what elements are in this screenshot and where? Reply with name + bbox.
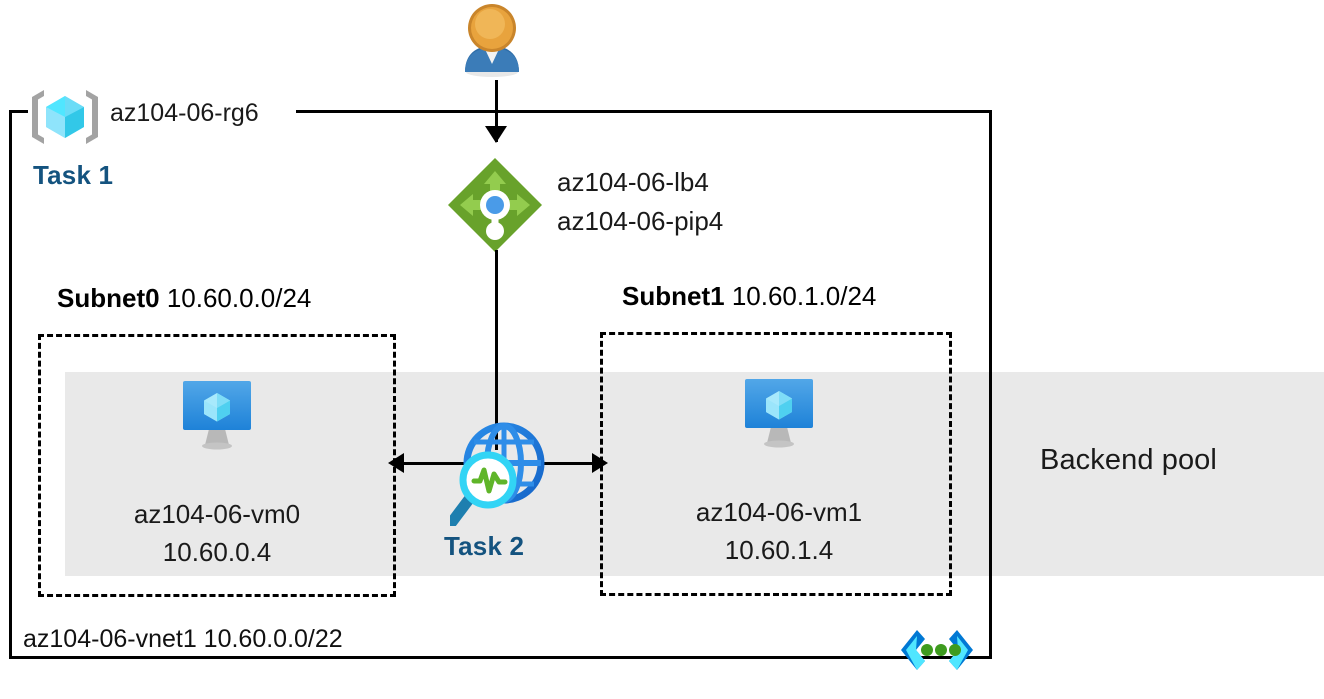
virtual-machine-0-icon	[175, 377, 259, 453]
virtual-machine-1-labels: az104-06-vm1 10.60.1.4	[669, 493, 889, 569]
connector-loadbalancer-to-networkwatcher	[495, 250, 498, 450]
subnet-0-name: Subnet0	[57, 283, 160, 313]
connector-user-to-loadbalancer	[495, 80, 498, 142]
virtual-machine-0-name: az104-06-vm0	[133, 499, 301, 529]
connector-arrowhead-down	[485, 126, 507, 143]
subnet-1-name: Subnet1	[622, 281, 725, 311]
connector-arrowhead-right	[592, 453, 608, 473]
load-balancer-name: az104-06-lb4	[557, 167, 709, 197]
resource-group-cube-icon	[28, 88, 102, 146]
virtual-network-label: az104-06-vnet1 10.60.0.0/22	[23, 625, 343, 653]
connector-arrowhead-left	[388, 453, 404, 473]
task-2-label: Task 2	[444, 531, 525, 561]
subnet-0-cidr: 10.60.0.0/24	[166, 283, 312, 313]
network-watcher-globe-magnifier-icon	[446, 418, 555, 528]
load-balancer-labels: az104-06-lb4 az104-06-pip4	[557, 163, 723, 241]
virtual-machine-0-ip: 10.60.0.4	[162, 537, 272, 567]
subnet-1-title: Subnet1 10.60.1.0/24	[622, 281, 876, 312]
virtual-machine-1-name: az104-06-vm1	[695, 497, 863, 527]
backend-pool-label: Backend pool	[1040, 444, 1217, 476]
task-1-label: Task 1	[33, 160, 114, 190]
virtual-machine-0-labels: az104-06-vm0 10.60.0.4	[107, 495, 327, 571]
subnet-0-title: Subnet0 10.60.0.0/24	[57, 283, 311, 314]
resource-group-boundary	[9, 110, 992, 659]
user-person-icon	[457, 2, 527, 82]
virtual-network-icon	[895, 628, 979, 672]
virtual-machine-1-ip: 10.60.1.4	[724, 535, 834, 565]
public-ip-name: az104-06-pip4	[557, 206, 724, 236]
resource-group-name-label: az104-06-rg6	[110, 99, 259, 127]
virtual-machine-1-icon	[737, 375, 821, 451]
backend-pool-band	[65, 372, 1324, 576]
subnet-1-cidr: 10.60.1.0/24	[731, 281, 877, 311]
load-balancer-icon	[445, 155, 545, 255]
